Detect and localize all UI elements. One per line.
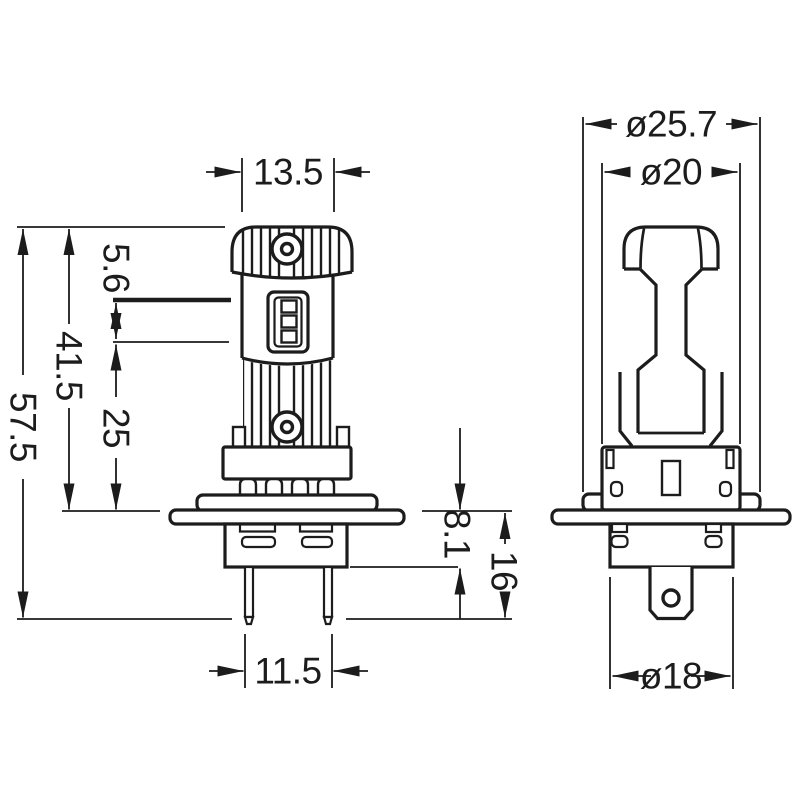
front-bump-top-right bbox=[704, 522, 723, 534]
base-bump-2 bbox=[264, 477, 284, 497]
upper-screw-center bbox=[279, 241, 295, 257]
tube-bottom-edge bbox=[241, 356, 334, 366]
dim-body-width: 13.5 bbox=[206, 152, 370, 212]
dim-flange-diameter: ø25.7 bbox=[582, 104, 761, 492]
front-bump-bottom-right bbox=[704, 534, 723, 549]
dim-base-diameter: ø18 bbox=[609, 577, 734, 697]
dim-light-center-length: 25 bbox=[96, 344, 137, 510]
right-side-ear bbox=[335, 425, 351, 449]
tube-body-sides bbox=[240, 275, 335, 358]
connector-slot-top-left bbox=[238, 524, 277, 533]
connector-slot-top-right bbox=[298, 524, 334, 533]
dim-label-flange-diameter: ø25.7 bbox=[625, 104, 717, 145]
dim-label-body-length: 41.5 bbox=[49, 331, 90, 401]
right-pin bbox=[322, 565, 334, 619]
dim-label-total-length: 57.5 bbox=[3, 392, 44, 462]
dim-pin-span: 11.5 bbox=[209, 634, 368, 692]
led-chip-2 bbox=[280, 314, 298, 329]
outer-wall-right bbox=[708, 372, 724, 447]
connector-slot-bottom-left bbox=[240, 535, 277, 549]
outer-wall-left bbox=[618, 372, 634, 447]
led-window-inner bbox=[273, 296, 303, 348]
dim-label-base-upper-height: 8.1 bbox=[437, 509, 478, 559]
front-seating-plate bbox=[550, 508, 792, 526]
dim-base-upper-height: 8.1 bbox=[350, 428, 512, 619]
cap-outline bbox=[622, 225, 720, 269]
led-chip-3 bbox=[280, 329, 298, 344]
tab-hole bbox=[661, 588, 681, 608]
front-bump-bottom-left bbox=[610, 534, 629, 549]
dim-label-light-source-length: 5.6 bbox=[96, 243, 137, 293]
dim-base-total-height: 16 bbox=[484, 513, 525, 618]
dim-label-base-total-height: 16 bbox=[484, 551, 525, 591]
dim-label-body-width: 13.5 bbox=[253, 152, 323, 193]
dim-total-length: 57.5 bbox=[3, 229, 44, 618]
left-pin-tip bbox=[243, 615, 255, 626]
block-corner-slit-right bbox=[725, 448, 735, 470]
dim-light-source-length: 5.6 bbox=[96, 243, 231, 343]
block-center-slot bbox=[660, 459, 682, 497]
lower-block bbox=[221, 445, 353, 481]
upper-heatsink-bottom-edge bbox=[231, 270, 353, 280]
dim-body-max-diameter: ø20 bbox=[601, 152, 741, 444]
dim-body-length: 41.5 bbox=[49, 229, 90, 510]
lower-screw-center bbox=[279, 419, 295, 435]
seating-plate bbox=[168, 508, 406, 526]
block-foot-left bbox=[609, 480, 624, 498]
dim-label-base-diameter: ø18 bbox=[640, 656, 702, 697]
front-bump-top-left bbox=[610, 522, 629, 534]
led-chip-1 bbox=[280, 299, 298, 314]
neck-left-wall bbox=[636, 267, 658, 433]
cap-inner-walls bbox=[639, 228, 703, 269]
base-bump-3 bbox=[290, 477, 310, 497]
left-pin bbox=[243, 565, 255, 619]
side-view bbox=[168, 225, 406, 626]
block-corner-slit-left bbox=[605, 448, 615, 470]
neck-right-wall bbox=[684, 267, 706, 433]
block-foot-right bbox=[718, 480, 733, 498]
dim-label-body-max-diameter: ø20 bbox=[640, 152, 702, 193]
base-bump-4 bbox=[316, 477, 336, 497]
dim-label-pin-span: 11.5 bbox=[254, 651, 321, 692]
lower-heatsink-fins bbox=[243, 360, 332, 447]
left-side-ear bbox=[231, 425, 247, 449]
connector-slot-bottom-right bbox=[300, 535, 334, 549]
right-pin-tip bbox=[322, 615, 334, 626]
base-bump-1 bbox=[238, 477, 258, 497]
dim-label-light-center-length: 25 bbox=[96, 408, 137, 448]
front-view bbox=[550, 225, 792, 621]
